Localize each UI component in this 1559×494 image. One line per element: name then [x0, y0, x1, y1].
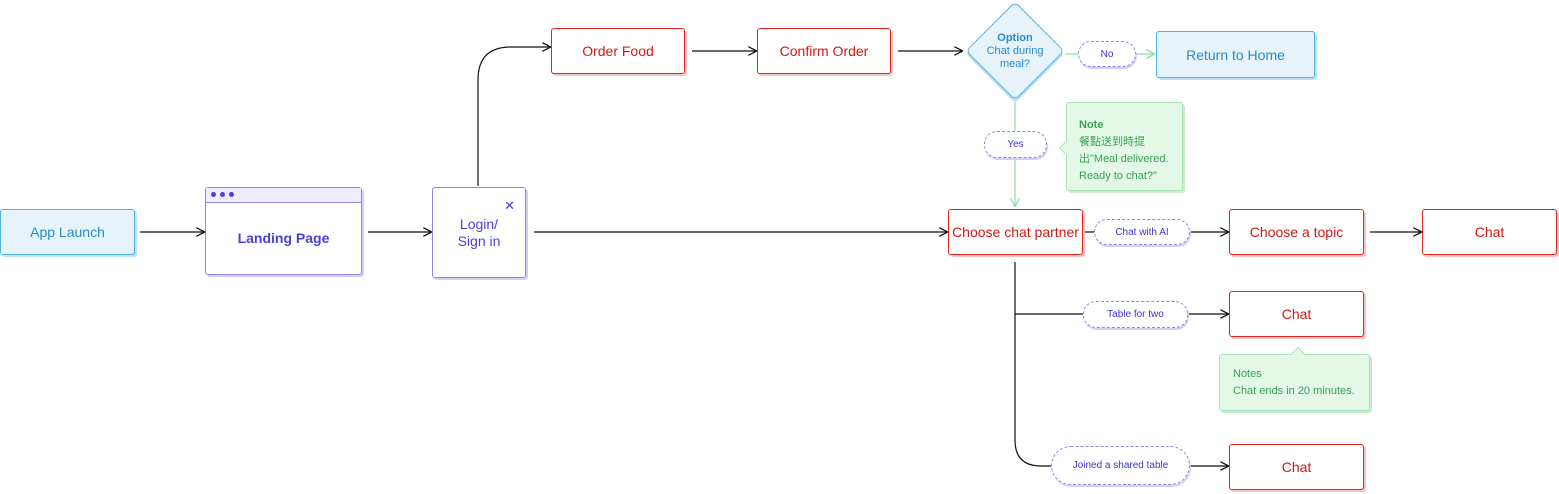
edge-label-chat-with-ai: Chat with AI	[1094, 219, 1190, 245]
close-icon: ✕	[504, 198, 515, 213]
landing-page-node[interactable]: Landing Page	[205, 187, 362, 275]
note-meal-delivered: Note 餐點送到時提出"Meal delivered. Ready to ch…	[1058, 102, 1183, 191]
chat-ai-node[interactable]: Chat	[1422, 209, 1557, 255]
decision-question: Chat during meal?	[986, 44, 1044, 70]
chat-ai-label: Chat	[1474, 224, 1505, 240]
edge-partner-shared	[1014, 314, 1228, 466]
edge-label-no: No	[1078, 41, 1136, 67]
note2-text: Chat ends in 20 minutes.	[1233, 385, 1355, 397]
confirm-order-node[interactable]: Confirm Order	[757, 28, 891, 74]
edge-label-joined-shared-text: Joined a shared table	[1072, 460, 1169, 471]
decision-title: Option	[997, 31, 1033, 44]
note-title: Note	[1079, 119, 1104, 131]
confirm-order-label: Confirm Order	[779, 43, 869, 59]
edge-label-table-for-two: Table for two	[1083, 301, 1188, 328]
window-dot-icon	[220, 192, 225, 197]
edge-label-chat-with-ai-text: Chat with AI	[1115, 226, 1169, 238]
app-launch-label: App Launch	[30, 224, 105, 240]
choose-partner-node[interactable]: Choose chat partner	[948, 209, 1083, 255]
browser-bar	[206, 188, 361, 203]
decision-node[interactable]: Option Chat during meal?	[965, 1, 1065, 101]
edge-label-no-text: No	[1100, 48, 1114, 60]
choose-topic-label: Choose a topic	[1249, 224, 1344, 240]
decision-text: Option Chat during meal?	[966, 2, 1064, 100]
return-home-label: Return to Home	[1186, 46, 1285, 63]
note-chat-ends: Notes Chat ends in 20 minutes.	[1219, 346, 1370, 411]
choose-partner-label: Choose chat partner	[952, 224, 1079, 240]
choose-topic-node[interactable]: Choose a topic	[1229, 209, 1364, 255]
edge-label-yes-text: Yes	[1007, 139, 1024, 150]
order-food-node[interactable]: Order Food	[551, 28, 685, 74]
login-label: Login/ Sign in	[457, 215, 501, 249]
chat-two-node[interactable]: Chat	[1229, 291, 1364, 337]
note-text: 餐點送到時提出"Meal delivered. Ready to chat?"	[1079, 136, 1169, 182]
app-launch-node[interactable]: App Launch	[0, 209, 135, 255]
login-node[interactable]: ✕ Login/ Sign in	[432, 187, 526, 278]
chat-two-label: Chat	[1281, 306, 1312, 322]
chat-shared-label: Chat	[1281, 459, 1312, 475]
chat-shared-node[interactable]: Chat	[1229, 444, 1364, 490]
edge-login-order	[477, 47, 550, 186]
landing-page-label: Landing Page	[237, 230, 330, 246]
edge-label-table-for-two-text: Table for two	[1107, 309, 1164, 320]
edge-label-yes: Yes	[984, 131, 1047, 158]
order-food-label: Order Food	[582, 43, 654, 59]
edge-label-joined-shared: Joined a shared table	[1051, 446, 1190, 485]
window-dot-icon	[229, 192, 234, 197]
note2-title: Notes	[1233, 368, 1262, 380]
window-dot-icon	[211, 192, 216, 197]
return-home-node[interactable]: Return to Home	[1156, 31, 1315, 78]
